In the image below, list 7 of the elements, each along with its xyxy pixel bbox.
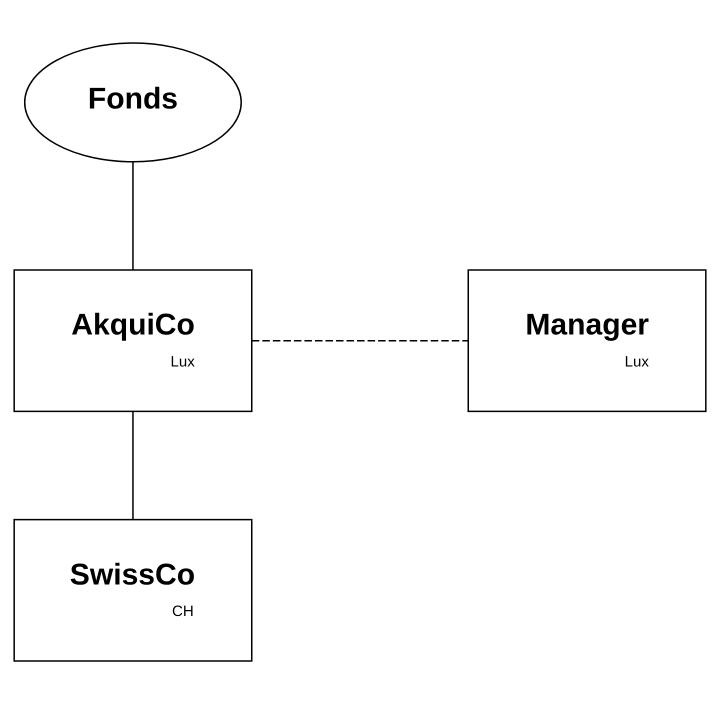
connector: [132, 162, 134, 270]
node-box: SwissCo CH: [13, 518, 252, 662]
node-box: Manager Lux: [468, 268, 707, 412]
connector: [252, 339, 468, 341]
node-ellipse: Fonds: [24, 42, 242, 162]
connector: [132, 411, 134, 520]
node-box: AkquiCo Lux: [13, 268, 252, 412]
